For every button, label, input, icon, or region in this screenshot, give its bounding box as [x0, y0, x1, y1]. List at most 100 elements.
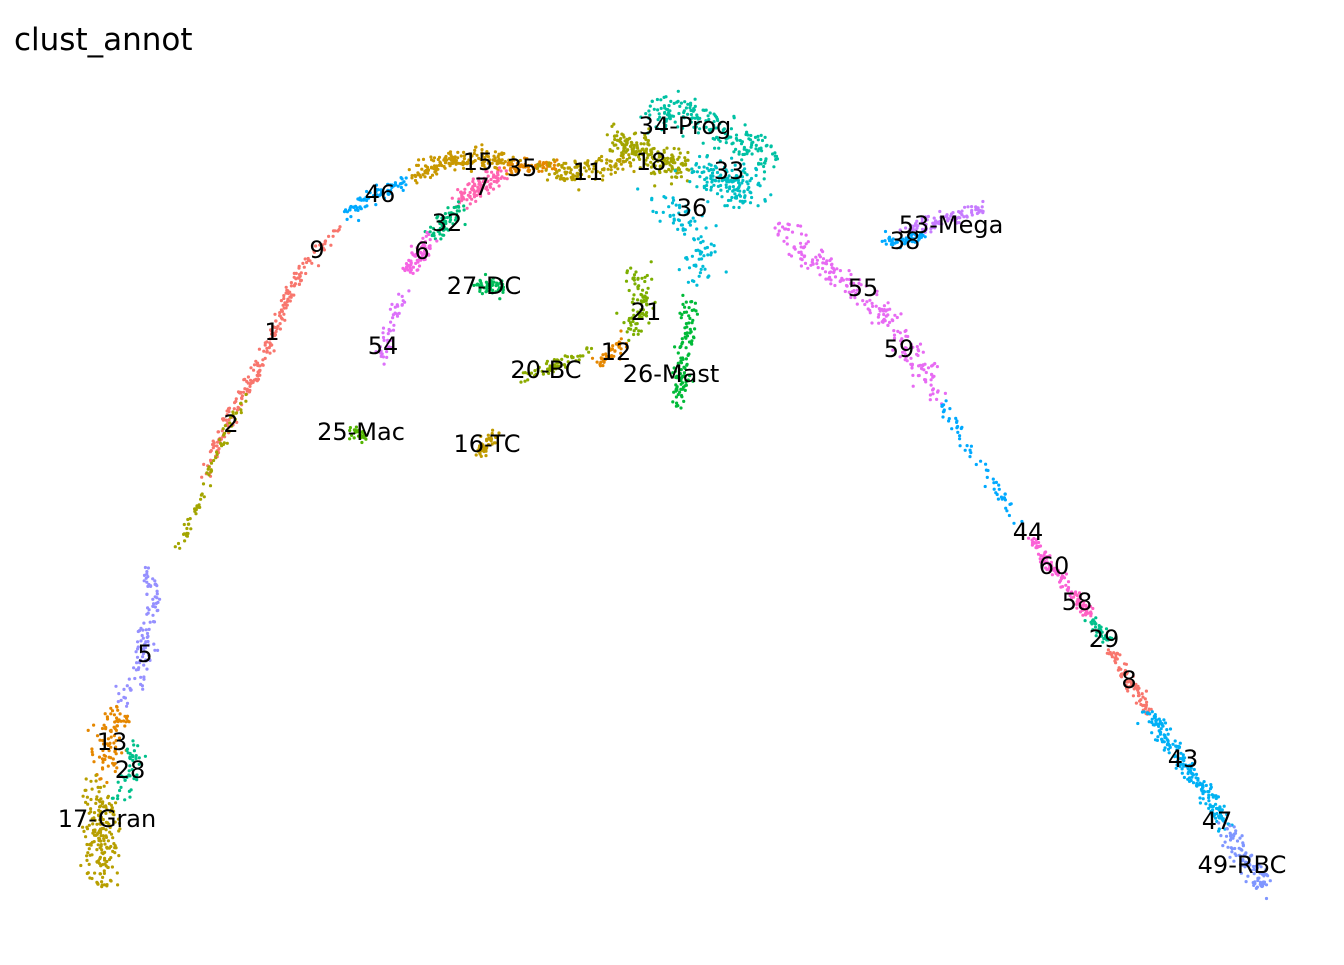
cluster-label: 32: [432, 209, 463, 237]
cell-point: [702, 125, 706, 129]
cell-point: [729, 198, 733, 202]
cell-point: [509, 166, 513, 171]
cell-point: [98, 810, 102, 815]
cell-point: [877, 321, 881, 325]
cell-point: [742, 190, 746, 194]
cell-point: [104, 828, 108, 832]
cell-point: [814, 255, 818, 259]
cluster-label: 55: [848, 274, 879, 302]
cell-point: [1078, 595, 1082, 599]
cell-point: [690, 279, 695, 283]
cell-point: [448, 214, 452, 218]
cell-point: [1003, 498, 1008, 502]
cell-point: [695, 312, 700, 316]
cell-point: [618, 357, 622, 361]
cell-point: [604, 352, 608, 356]
cell-point: [391, 316, 395, 320]
cell-point: [912, 237, 916, 241]
cell-point: [1125, 686, 1129, 690]
cell-point: [642, 149, 647, 153]
cell-point: [948, 407, 952, 411]
cell-point: [562, 176, 566, 181]
cell-point: [682, 110, 686, 115]
cell-point: [666, 156, 670, 160]
cell-point: [694, 309, 698, 313]
cell-point: [653, 300, 657, 304]
cell-point: [634, 326, 638, 331]
cell-point: [495, 180, 499, 184]
cell-point: [662, 121, 666, 125]
cell-point: [416, 163, 420, 167]
cell-point: [136, 667, 140, 672]
cell-point: [611, 141, 615, 145]
cell-point: [698, 175, 702, 179]
cell-point: [706, 200, 710, 204]
cell-point: [571, 173, 575, 177]
cell-point: [950, 218, 954, 222]
cell-point: [741, 152, 745, 157]
cell-point: [105, 845, 109, 850]
cell-point: [719, 188, 723, 192]
cell-point: [992, 487, 996, 491]
cell-point: [187, 522, 191, 526]
cell-point: [750, 195, 754, 200]
cell-point: [665, 159, 669, 163]
cell-point: [289, 284, 293, 288]
cell-point: [289, 295, 293, 299]
cell-point: [734, 147, 738, 151]
cell-point: [1075, 593, 1079, 598]
cell-point: [709, 242, 713, 246]
cell-point: [715, 170, 720, 175]
cell-point: [1060, 585, 1065, 589]
cell-point: [408, 265, 412, 269]
cell-point: [434, 166, 438, 170]
cell-point: [261, 363, 265, 367]
cell-point: [676, 227, 680, 231]
cell-point: [683, 100, 687, 104]
cell-point: [909, 356, 913, 360]
cell-point: [454, 162, 458, 166]
cell-point: [679, 170, 683, 174]
cell-point: [970, 208, 974, 213]
cell-point: [1136, 688, 1140, 692]
cell-point: [117, 829, 121, 833]
cell-point: [673, 345, 677, 349]
cell-point: [459, 154, 463, 158]
cell-point: [465, 198, 469, 202]
cell-point: [407, 289, 411, 293]
cell-point: [804, 233, 808, 237]
cell-point: [892, 329, 896, 333]
cell-point: [1098, 631, 1102, 635]
cell-point: [152, 602, 156, 606]
cell-point: [86, 851, 90, 855]
cell-point: [227, 429, 231, 433]
cell-point: [101, 875, 105, 880]
cell-point: [421, 236, 425, 240]
cell-point: [215, 450, 219, 454]
cell-point: [702, 170, 706, 174]
cell-point: [147, 627, 151, 632]
cluster-label: 26-Mast: [623, 360, 720, 388]
cell-point: [915, 345, 919, 349]
cell-point: [1012, 521, 1016, 525]
cell-point: [463, 222, 467, 227]
cell-point: [671, 155, 675, 159]
cell-point: [125, 704, 129, 708]
cell-point: [1138, 699, 1142, 703]
cell-point: [100, 885, 104, 889]
cell-point: [743, 167, 747, 171]
cell-point: [500, 279, 504, 283]
cell-point: [711, 174, 715, 178]
cell-point: [701, 108, 705, 112]
cell-point: [555, 358, 559, 362]
cell-point: [886, 301, 890, 305]
cell-point: [112, 734, 116, 738]
cell-point: [1112, 651, 1116, 655]
cell-point: [112, 809, 116, 814]
cell-point: [359, 207, 363, 211]
cell-point: [699, 267, 703, 271]
cell-point: [133, 775, 137, 779]
cell-point: [411, 265, 415, 269]
cell-point: [507, 158, 511, 162]
cell-point: [919, 366, 924, 370]
